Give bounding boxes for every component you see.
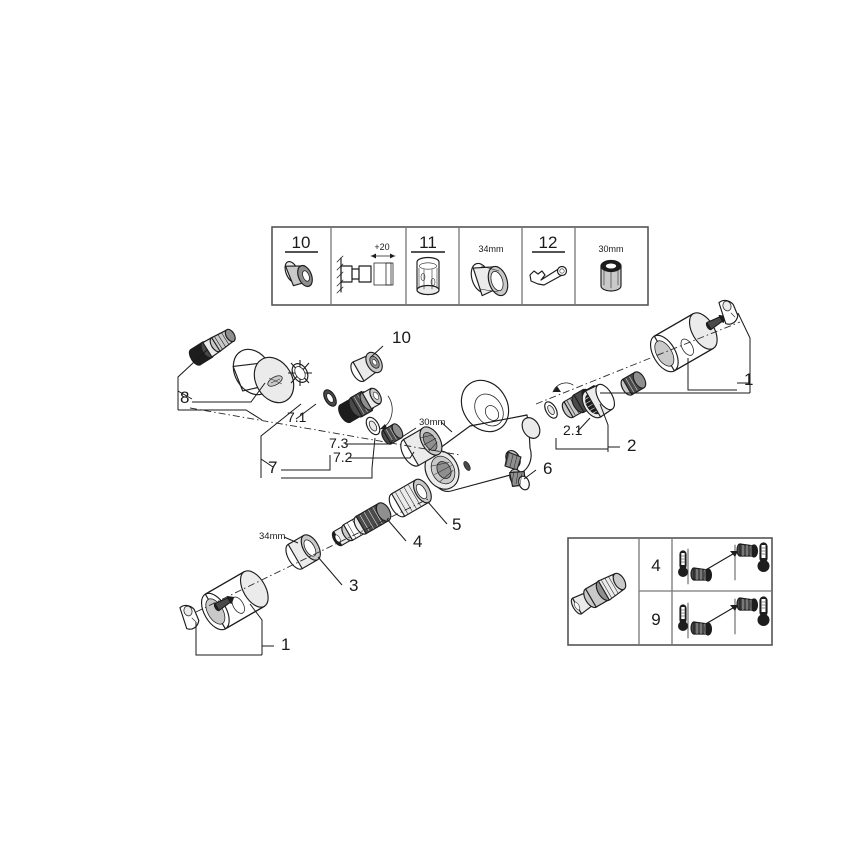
- o-ring-seal-7-1: [323, 389, 337, 407]
- callout-34mm: 34mm: [259, 531, 285, 542]
- callout-labels: 8 10 7 7.1 7.3 7.2 30mm 1 2 2.1 6 5 4 3 …: [180, 328, 753, 654]
- aerator-cap-top: [718, 299, 739, 325]
- dimension-arrow-icon: [370, 253, 396, 259]
- callout-8: 8: [180, 388, 189, 407]
- calibration-row-4: 4: [651, 542, 770, 585]
- fixing-screw-bottom: [213, 595, 235, 612]
- thermometer-adjust-diagram-4: [678, 542, 770, 585]
- legend-number-11: 11: [419, 233, 437, 252]
- legend-number-12: 12: [539, 233, 558, 252]
- aerator-cartridge-top: [649, 312, 718, 373]
- adjust-handle-low: [690, 567, 713, 582]
- legend-caption-34mm: 34mm: [478, 244, 503, 254]
- callout-3: 3: [349, 576, 358, 595]
- callout-30mm: 30mm: [419, 417, 445, 428]
- legend-cell-11: 11: [411, 233, 445, 296]
- wall-hatch-icon: [336, 255, 344, 294]
- callout-1-top: 1: [744, 370, 753, 389]
- thermostatic-cartridge-icon: [570, 572, 627, 615]
- callout-7-3: 7.3: [329, 435, 349, 451]
- wall-escutcheon-cover: [232, 348, 295, 404]
- legend-cell-12: 12: [529, 233, 568, 286]
- adjust-handle-high: [736, 543, 759, 558]
- calibration-number-4: 4: [651, 556, 660, 575]
- parts-legend-box: 10: [271, 226, 649, 306]
- callout-7: 7: [268, 458, 277, 477]
- calibration-legend-box: 4: [567, 537, 773, 646]
- thermometer-adjust-diagram-9: [678, 596, 770, 639]
- legend-number-10: 10: [292, 233, 311, 252]
- calibration-row-9: 9: [651, 596, 770, 639]
- calibration-number-9: 9: [651, 610, 660, 629]
- wrench-tool-icon: [529, 265, 568, 286]
- cylindrical-sleeve-icon: [284, 260, 313, 288]
- coupling-nut: [620, 371, 647, 396]
- callout-5: 5: [452, 515, 461, 534]
- leader-lines: [177, 312, 751, 656]
- cartridge-sleeve-icon: [416, 256, 440, 296]
- legend-cell-30mm: 30mm: [598, 244, 624, 292]
- thermometer-icon-right: [757, 542, 770, 572]
- cap-ring-34mm: [285, 534, 321, 570]
- ceramic-flow-valve-4: [331, 502, 392, 547]
- callout-2: 2: [627, 436, 636, 455]
- retaining-nut-30mm: [400, 426, 443, 467]
- adjust-handle-high: [736, 597, 759, 612]
- legend-cell-10: 10: [284, 233, 318, 288]
- legend-caption-30mm: 30mm: [598, 244, 623, 254]
- blanking-plug: [509, 468, 530, 491]
- callout-2-1: 2.1: [563, 422, 583, 438]
- valve-body-boss: [504, 449, 522, 471]
- assembly-centerlines: [189, 321, 741, 613]
- callout-10: 10: [392, 328, 411, 347]
- volume-control-handle: [581, 383, 616, 419]
- thermostat-cartridge-7-3: [338, 387, 393, 430]
- callout-6: 6: [543, 459, 552, 478]
- sealing-washer-7-2: [365, 416, 381, 436]
- filter-screen-star: [288, 360, 312, 386]
- legend-cell-wall-offset: +20: [336, 242, 396, 294]
- threaded-ring-icon: [470, 262, 509, 297]
- thermometer-icon-left: [678, 550, 688, 577]
- adjust-handle-low: [690, 621, 713, 636]
- thermometer-icon-right: [757, 596, 770, 626]
- spacer-bush: [381, 423, 404, 445]
- legend-cell-34mm: 34mm: [470, 244, 509, 297]
- callout-7-1: 7.1: [287, 409, 307, 425]
- callout-1-bot: 1: [281, 635, 290, 654]
- non-return-check-valve: [350, 351, 383, 383]
- callout-4: 4: [413, 532, 422, 551]
- thermometer-icon-left: [678, 604, 688, 631]
- aerator-cartridge-bottom: [200, 570, 269, 631]
- legend-caption-plus20: +20: [374, 242, 389, 252]
- callout-7-2: 7.2: [333, 449, 353, 465]
- hex-nut-icon: [600, 259, 622, 292]
- aerator-cap-bottom: [179, 604, 200, 630]
- threaded-bush-5: [388, 478, 432, 518]
